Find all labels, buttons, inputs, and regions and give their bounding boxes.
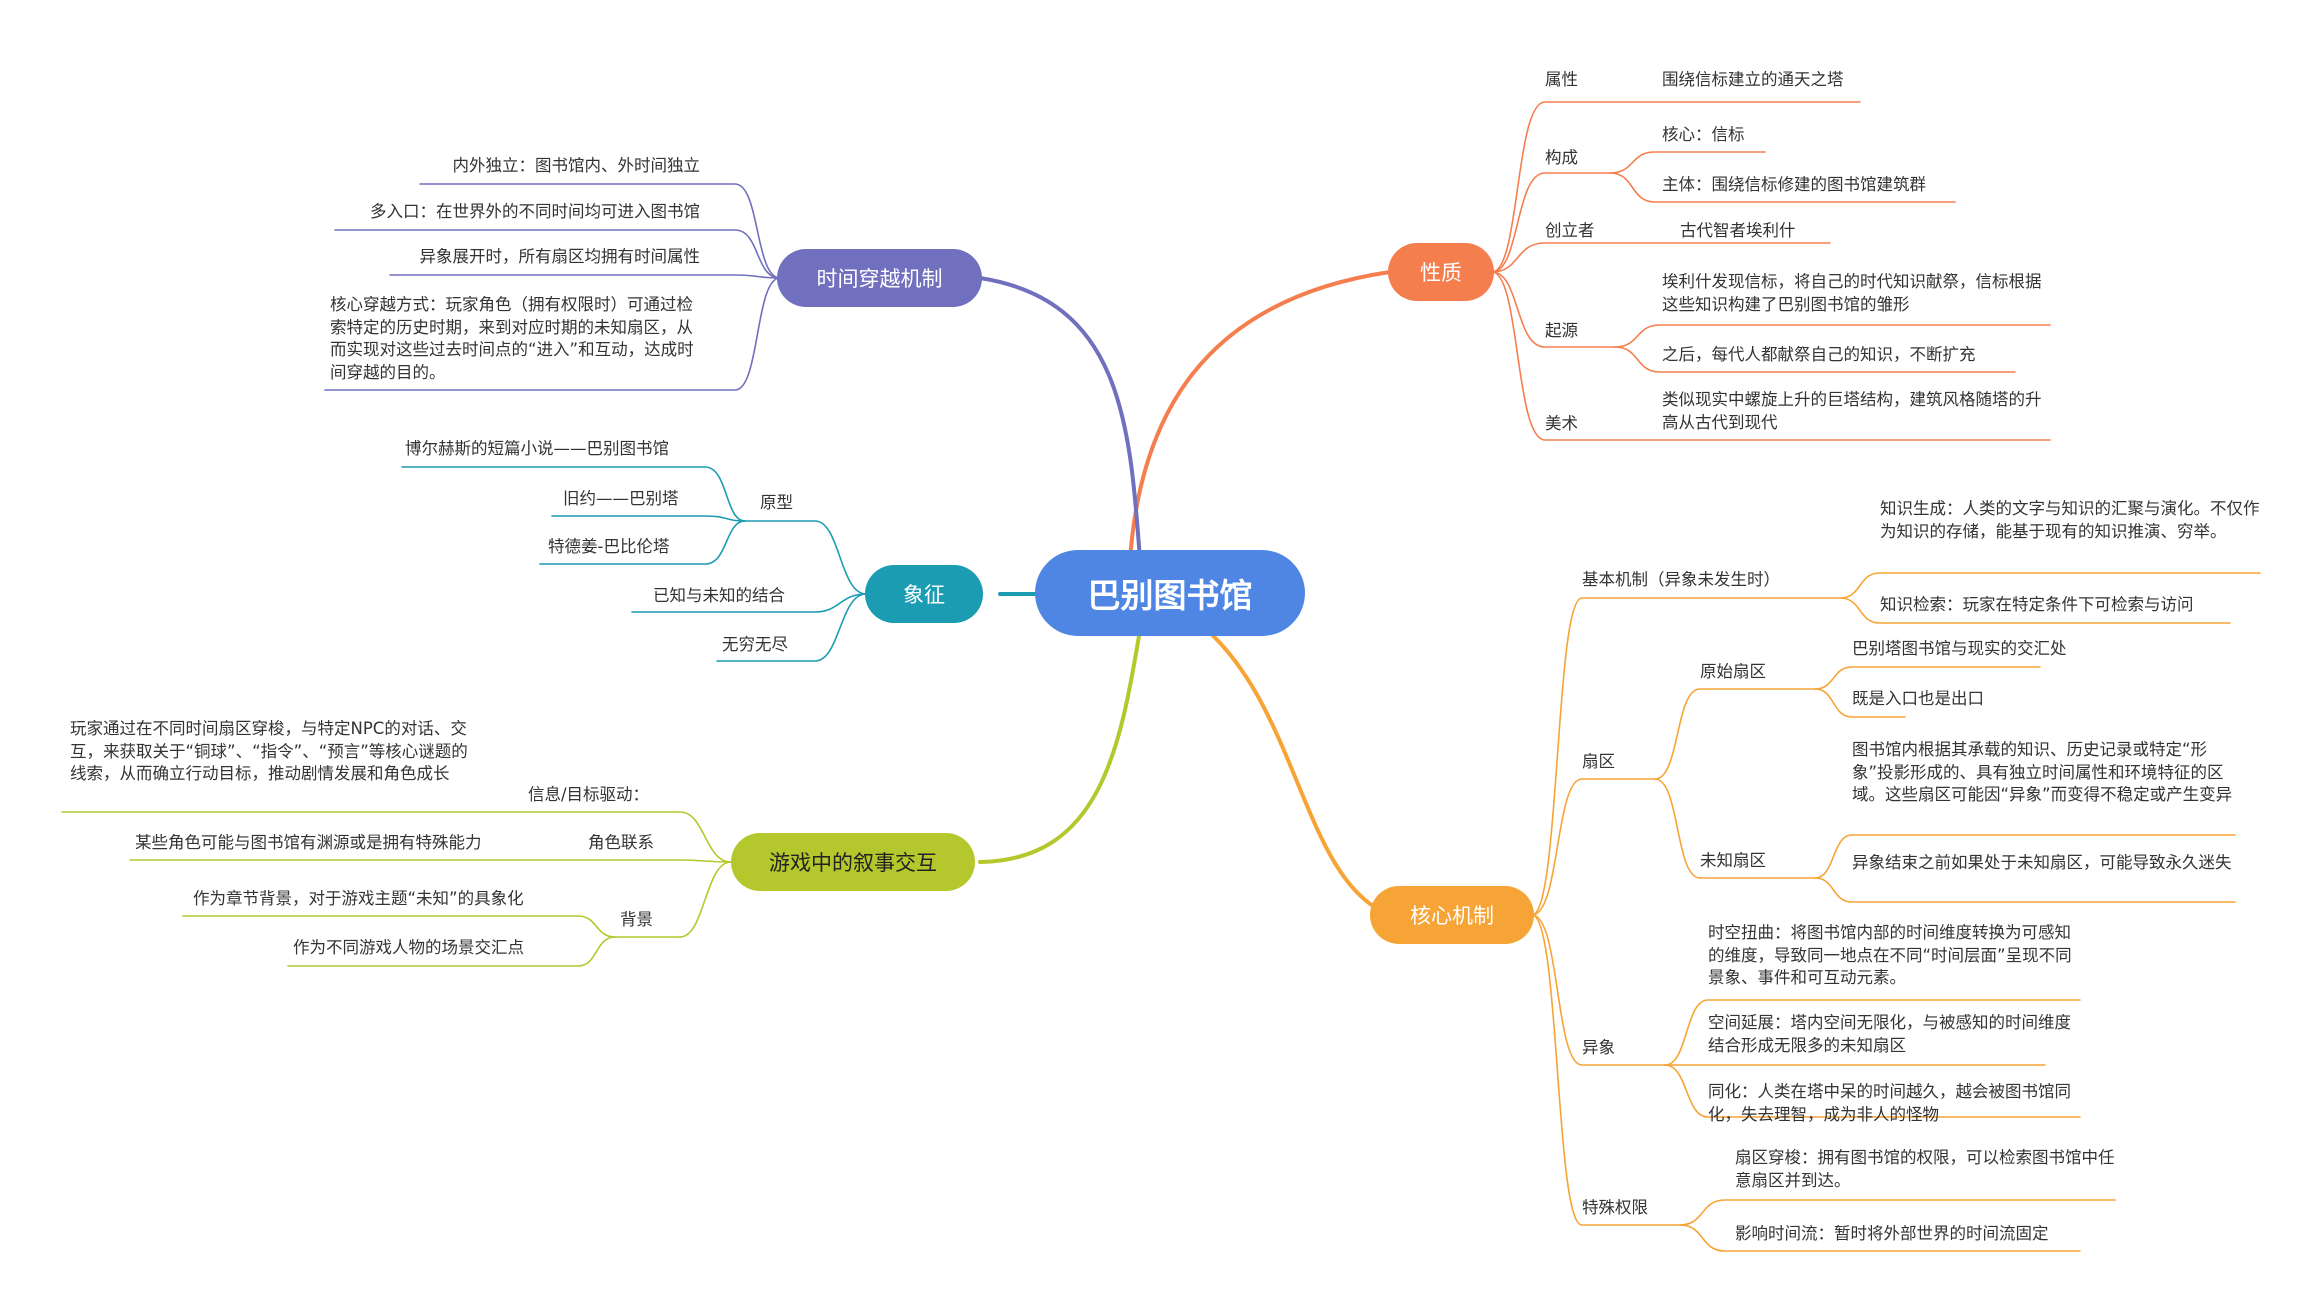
yuanxing-item[interactable]: 旧约——巴别塔 — [563, 489, 679, 508]
goucheng-item[interactable]: 主体：围绕信标修建的图书馆建筑群 — [1662, 175, 1926, 194]
yuanshi-item[interactable]: 既是入口也是出口 — [1852, 689, 1984, 708]
value-xinxi-mubiao[interactable]: 玩家通过在不同时间扇区穿梭，与特定NPC的对话、交互，来获取关于“铜球”、“指令… — [70, 719, 468, 783]
qiyuan-item[interactable]: 之后，每代人都献祭自己的知识，不断扩充 — [1662, 345, 1976, 364]
weizhi-item[interactable]: 图书馆内根据其承载的知识、历史记录或特定“形象”投影形成的、具有独立时间属性和环… — [1852, 740, 2233, 804]
label-yuanxing[interactable]: 原型 — [760, 493, 793, 512]
xiangzheng-item[interactable]: 无穷无尽 — [722, 635, 788, 654]
yuanxing-item[interactable]: 特德姜-巴比伦塔 — [548, 537, 670, 556]
label-meishu[interactable]: 美术 — [1545, 414, 1578, 433]
goucheng-item[interactable]: 核心：信标 — [1662, 125, 1745, 144]
label-juese-lianxi[interactable]: 角色联系 — [588, 833, 654, 852]
value-juese-lianxi[interactable]: 某些角色可能与图书馆有渊源或是拥有特殊能力 — [135, 833, 482, 852]
label-qiyuan[interactable]: 起源 — [1545, 321, 1578, 340]
shijian-item[interactable]: 多入口：在世界外的不同时间均可进入图书馆 — [370, 202, 700, 221]
yuanshi-item[interactable]: 巴别塔图书馆与现实的交汇处 — [1852, 639, 2067, 658]
topic-xingzhi[interactable]: 性质 — [1388, 243, 1494, 301]
label-xinxi-mubiao[interactable]: 信息/目标驱动： — [528, 785, 650, 804]
yixiang-item[interactable]: 时空扭曲：将图书馆内部的时间维度转换为可感知的维度，导致同一地点在不同“时间层面… — [1708, 923, 2072, 987]
yuanxing-item[interactable]: 博尔赫斯的短篇小说——巴别图书馆 — [405, 439, 669, 458]
label-shuxing[interactable]: 属性 — [1545, 70, 1578, 89]
tequan-item[interactable]: 扇区穿梭：拥有图书馆的权限，可以检索图书馆中任意扇区并到达。 — [1735, 1148, 2115, 1190]
beijing-item[interactable]: 作为章节背景，对于游戏主题“未知”的具象化 — [193, 889, 524, 908]
label-goucheng[interactable]: 构成 — [1545, 148, 1578, 167]
value-shuxing[interactable]: 围绕信标建立的通天之塔 — [1662, 70, 1844, 89]
label-jiben-jizhi[interactable]: 基本机制（异象未发生时） — [1582, 570, 1780, 589]
label-beijing[interactable]: 背景 — [620, 910, 653, 929]
label-teshu-quanxian[interactable]: 特殊权限 — [1582, 1198, 1648, 1217]
shijian-item[interactable]: 核心穿越方式：玩家角色（拥有权限时）可通过检索特定的历史时期，来到对应时期的未知… — [330, 295, 694, 382]
tequan-item[interactable]: 影响时间流：暂时将外部世界的时间流固定 — [1735, 1224, 2049, 1243]
shijian-item[interactable]: 内外独立：图书馆内、外时间独立 — [452, 156, 701, 175]
topic-xiangzheng[interactable]: 象征 — [865, 565, 983, 623]
beijing-item[interactable]: 作为不同游戏人物的场景交汇点 — [293, 938, 524, 957]
label-yuanshi-shanqu[interactable]: 原始扇区 — [1700, 662, 1766, 681]
topic-hexin-jizhi[interactable]: 核心机制 — [1370, 886, 1534, 944]
jiben-item[interactable]: 知识检索：玩家在特定条件下可检索与访问 — [1880, 595, 2194, 614]
value-meishu[interactable]: 类似现实中螺旋上升的巨塔结构，建筑风格随塔的升高从古代到现代 — [1662, 390, 2042, 432]
label-chuangli[interactable]: 创立者 — [1545, 221, 1595, 240]
jiben-item[interactable]: 知识生成：人类的文字与知识的汇聚与演化。不仅作为知识的存储，能基于现有的知识推演… — [1880, 499, 2260, 541]
label-yixiang[interactable]: 异象 — [1582, 1038, 1615, 1057]
label-shanqu[interactable]: 扇区 — [1582, 752, 1615, 771]
yixiang-item[interactable]: 同化：人类在塔中呆的时间越久，越会被图书馆同化，失去理智，成为非人的怪物 — [1708, 1082, 2071, 1124]
weizhi-item[interactable]: 异象结束之前如果处于未知扇区，可能导致永久迷失 — [1852, 853, 2232, 872]
label-weizhi-shanqu[interactable]: 未知扇区 — [1700, 851, 1766, 870]
xiangzheng-item[interactable]: 已知与未知的结合 — [653, 586, 785, 605]
central-topic[interactable]: 巴别图书馆 — [1035, 550, 1305, 636]
yixiang-item[interactable]: 空间延展：塔内空间无限化，与被感知的时间维度结合形成无限多的未知扇区 — [1708, 1013, 2071, 1055]
value-chuangli[interactable]: 古代智者埃利什 — [1680, 221, 1796, 240]
shijian-item[interactable]: 异象展开时，所有扇区均拥有时间属性 — [419, 247, 701, 266]
topic-shijian-chuanyue[interactable]: 时间穿越机制 — [777, 249, 982, 307]
qiyuan-item[interactable]: 埃利什发现信标，将自己的时代知识献祭，信标根据这些知识构建了巴别图书馆的雏形 — [1662, 272, 2042, 314]
topic-youxi-xushi[interactable]: 游戏中的叙事交互 — [731, 833, 975, 891]
